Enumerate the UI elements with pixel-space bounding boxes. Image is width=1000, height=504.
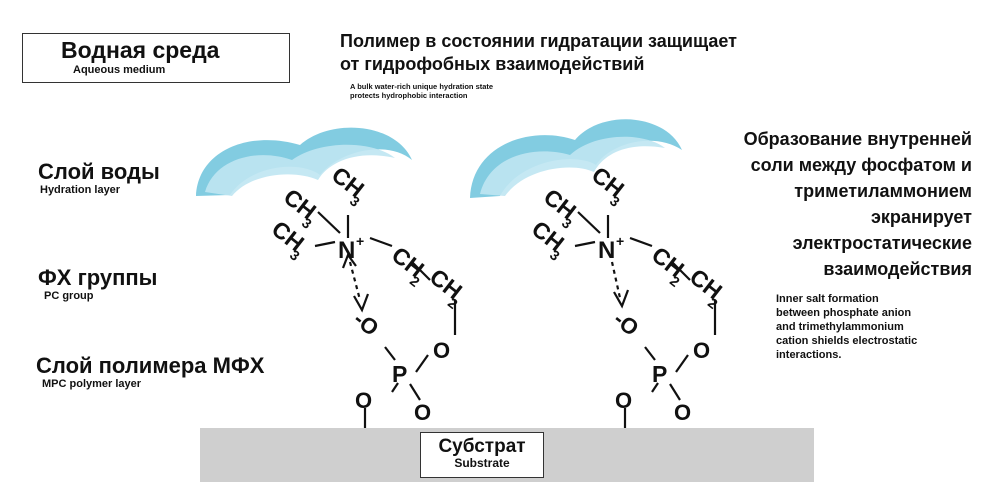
- inner-salt-en-2: between phosphate anion: [776, 307, 912, 319]
- mol-right-o-lower: O: [615, 388, 632, 413]
- mol-right-n-plus: +: [616, 233, 624, 249]
- inner-salt-en-5: interactions.: [776, 349, 842, 361]
- pc-molecule-left-labels: CH 3 CH 3 CH 3 N + CH 2 CH 2 -O O P O O: [267, 161, 467, 425]
- polymer-note-ru-2: от гидрофобных взаимодействий: [340, 54, 645, 74]
- polymer-note-en-1: A bulk water-rich unique hydration state: [350, 82, 494, 91]
- mpc-layer-label: Слой полимера МФХ MPC polymer layer: [36, 354, 264, 391]
- hydration-layer-ru: Слой воды: [38, 159, 160, 184]
- aqueous-medium-box: Водная среда Aqueous medium: [22, 33, 290, 83]
- mol-right-o-double: O: [674, 400, 691, 425]
- inner-salt-note-en: Inner salt formation between phosphate a…: [776, 292, 917, 362]
- substrate-label-en: Substrate: [454, 456, 510, 470]
- inner-salt-ru-1: Образование внутренней: [743, 129, 972, 149]
- pc-group-ru: ФХ группы: [38, 265, 158, 290]
- hydration-layer-label: Слой воды Hydration layer: [38, 160, 160, 197]
- mol-left-o-ring: O: [433, 338, 450, 363]
- mol-right-o-minus: -O: [609, 306, 644, 341]
- mol-right-n: N: [598, 237, 615, 264]
- inner-salt-en-4: cation shields electrostatic: [776, 335, 918, 347]
- polymer-note-ru-1: Полимер в состоянии гидратации защищает: [340, 31, 737, 51]
- inner-salt-en-3: and trimethylammonium: [776, 321, 904, 333]
- substrate-label-ru: Субстрат: [438, 436, 526, 457]
- mpc-layer-en: MPC polymer layer: [42, 378, 142, 390]
- inner-salt-ru-3: триметиламмонием: [794, 181, 972, 201]
- mol-left-n-plus: +: [356, 233, 364, 249]
- aqueous-medium-en: Aqueous medium: [73, 64, 166, 76]
- pc-molecule-right: [574, 211, 717, 428]
- polymer-hydration-note: Полимер в состоянии гидратации защищает …: [340, 30, 737, 100]
- inner-salt-ru-5: электростатические: [792, 233, 972, 253]
- inner-salt-en-1: Inner salt formation: [776, 293, 879, 305]
- inner-salt-ru-6: взаимодействия: [823, 259, 972, 279]
- hydration-layer-en: Hydration layer: [40, 184, 121, 196]
- pc-molecule-left: [314, 211, 457, 428]
- pc-group-label: ФХ группы PC group: [38, 266, 157, 303]
- aqueous-medium-ru: Водная среда: [61, 37, 220, 63]
- mol-left-o-double: O: [414, 400, 431, 425]
- mol-left-o-lower: O: [355, 388, 372, 413]
- mol-right-p: P: [652, 361, 667, 387]
- mol-left-o-minus: -O: [349, 306, 384, 341]
- hydration-cloud-right: [470, 119, 682, 198]
- inner-salt-ru-2: соли между фосфатом и: [750, 155, 972, 175]
- pc-group-en: PC group: [44, 290, 94, 302]
- inner-salt-note: Образование внутренней соли между фосфат…: [672, 126, 972, 282]
- hydration-cloud-left: [196, 127, 412, 196]
- mol-left-p: P: [392, 361, 407, 387]
- mpc-layer-ru: Слой полимера МФХ: [36, 353, 265, 378]
- substrate-label-box: Субстрат Substrate: [420, 432, 544, 478]
- mol-left-n: N: [338, 237, 355, 264]
- mol-right-o-ring: O: [693, 338, 710, 363]
- polymer-note-en-2: protects hydrophobic interaction: [350, 91, 468, 100]
- inner-salt-ru-4: экранирует: [870, 207, 972, 227]
